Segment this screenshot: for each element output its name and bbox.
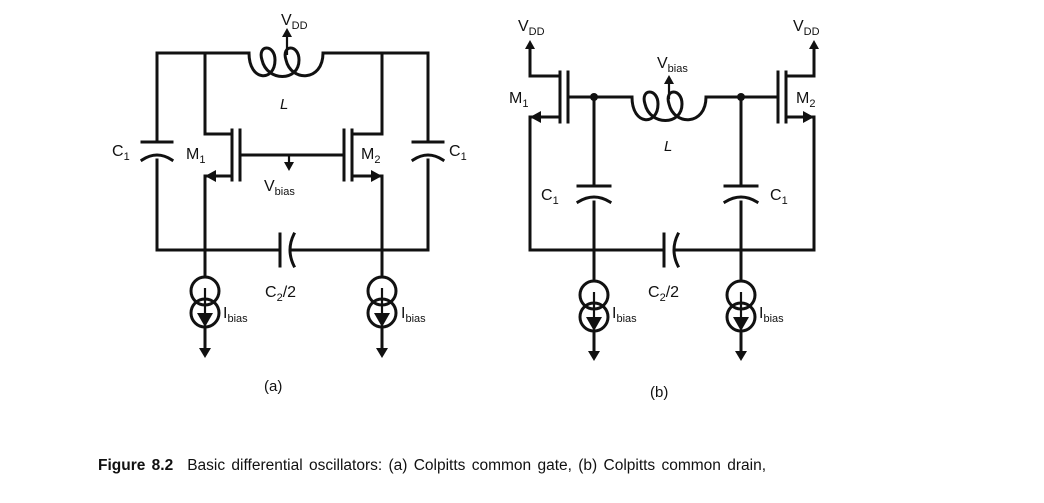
b-m1-source-wire: [528, 115, 562, 252]
b-ibias-left-source: [578, 248, 610, 361]
a-inductor: [247, 46, 325, 78]
b-m2-drain-wire: [784, 45, 816, 78]
a-ibias-left-source: [189, 248, 221, 358]
a-vbias-arrow: [284, 162, 294, 171]
b-m2-label: M2: [796, 90, 815, 110]
figure-caption: Figure 8.2 Basic differential oscillators…: [98, 457, 1018, 475]
circuit-b: VDD VDD Vbias M1 M2 L C1 C1 C2/2 Ibias I…: [509, 18, 820, 401]
b-ibias-right-label: Ibias: [759, 305, 784, 325]
a-ibias-right-source: [366, 248, 398, 358]
b-vdd-left-arrow: [525, 40, 535, 49]
a-c1-right-label: C1: [449, 143, 467, 163]
b-ibias-right-source: [725, 248, 757, 361]
b-panel-label: (b): [650, 384, 668, 401]
b-m1-label: M1: [509, 90, 528, 110]
a-vdd-label: VDD: [281, 12, 308, 32]
a-m2-source-arrow: [371, 170, 382, 182]
a-c1-right: [410, 140, 446, 163]
b-m2-source-arrow: [803, 111, 814, 123]
b-c1-right: [722, 184, 760, 205]
b-c2: [662, 231, 681, 269]
b-c1-left: [575, 184, 613, 205]
b-vdd-left-label: VDD: [518, 18, 545, 38]
a-vbias-label: Vbias: [264, 178, 295, 198]
a-panel-label: (a): [264, 378, 282, 395]
b-inductor-label: L: [664, 138, 672, 155]
a-inductor-label: L: [280, 96, 288, 113]
circuit-a: VDD L M1 M2 C1 C1 Vbias C2/2 Ibias Ibias…: [112, 12, 467, 395]
b-vbias-arrow: [664, 75, 674, 84]
a-ibias-left-label: Ibias: [223, 305, 248, 325]
a-ibias-right-label: Ibias: [401, 305, 426, 325]
a-m1-label: M1: [186, 146, 205, 166]
a-m1-source-arrow: [205, 170, 216, 182]
b-ibias-left-label: Ibias: [612, 305, 637, 325]
b-vdd-right-label: VDD: [793, 18, 820, 38]
b-c1-left-label: C1: [541, 187, 559, 207]
a-c1-left-label: C1: [112, 143, 130, 163]
a-c2-label: C2/2: [265, 284, 296, 304]
b-vbias-label: Vbias: [657, 55, 688, 75]
figure-caption-label: Figure 8.2: [98, 457, 174, 474]
b-inductor: [630, 90, 708, 122]
a-c2: [278, 231, 297, 269]
b-m2-source-wire: [784, 115, 816, 252]
a-m2-label: M2: [361, 146, 380, 166]
b-c2-label: C2/2: [648, 284, 679, 304]
b-m1-drain-wire: [528, 45, 562, 78]
a-c1-left: [139, 140, 175, 163]
b-vdd-right-arrow: [809, 40, 819, 49]
figure-caption-text: Basic differential oscillators: (a) Colp…: [187, 457, 767, 474]
b-m1-source-arrow: [530, 111, 541, 123]
b-c1-right-label: C1: [770, 187, 788, 207]
a-vdd-arrow: [282, 28, 292, 37]
a-m1-drain-wire: [203, 51, 234, 252]
